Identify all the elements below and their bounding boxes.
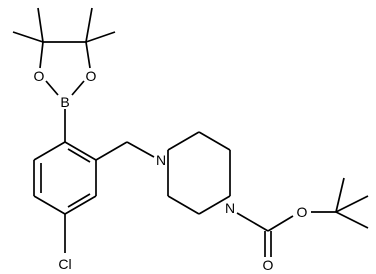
ester-oxygen-label: O	[297, 204, 308, 220]
methylene-n-bond	[126, 141, 155, 158]
piperazine-ring	[167, 131, 231, 215]
boc-group	[236, 177, 369, 257]
chlorine-label: Cl	[58, 256, 71, 272]
boron-label: B	[60, 94, 69, 110]
oxygen-right-label: O	[86, 68, 97, 84]
benzene-ring	[33, 141, 97, 215]
oxygen-left-label: O	[34, 68, 45, 84]
pinacol-boronate-ring	[12, 7, 116, 96]
benzyl-bond	[95, 141, 128, 161]
carbonyl-oxygen-label: O	[263, 257, 274, 273]
nitrogen-top-label: N	[156, 152, 166, 168]
nitrogen-bottom-label: N	[225, 200, 235, 216]
